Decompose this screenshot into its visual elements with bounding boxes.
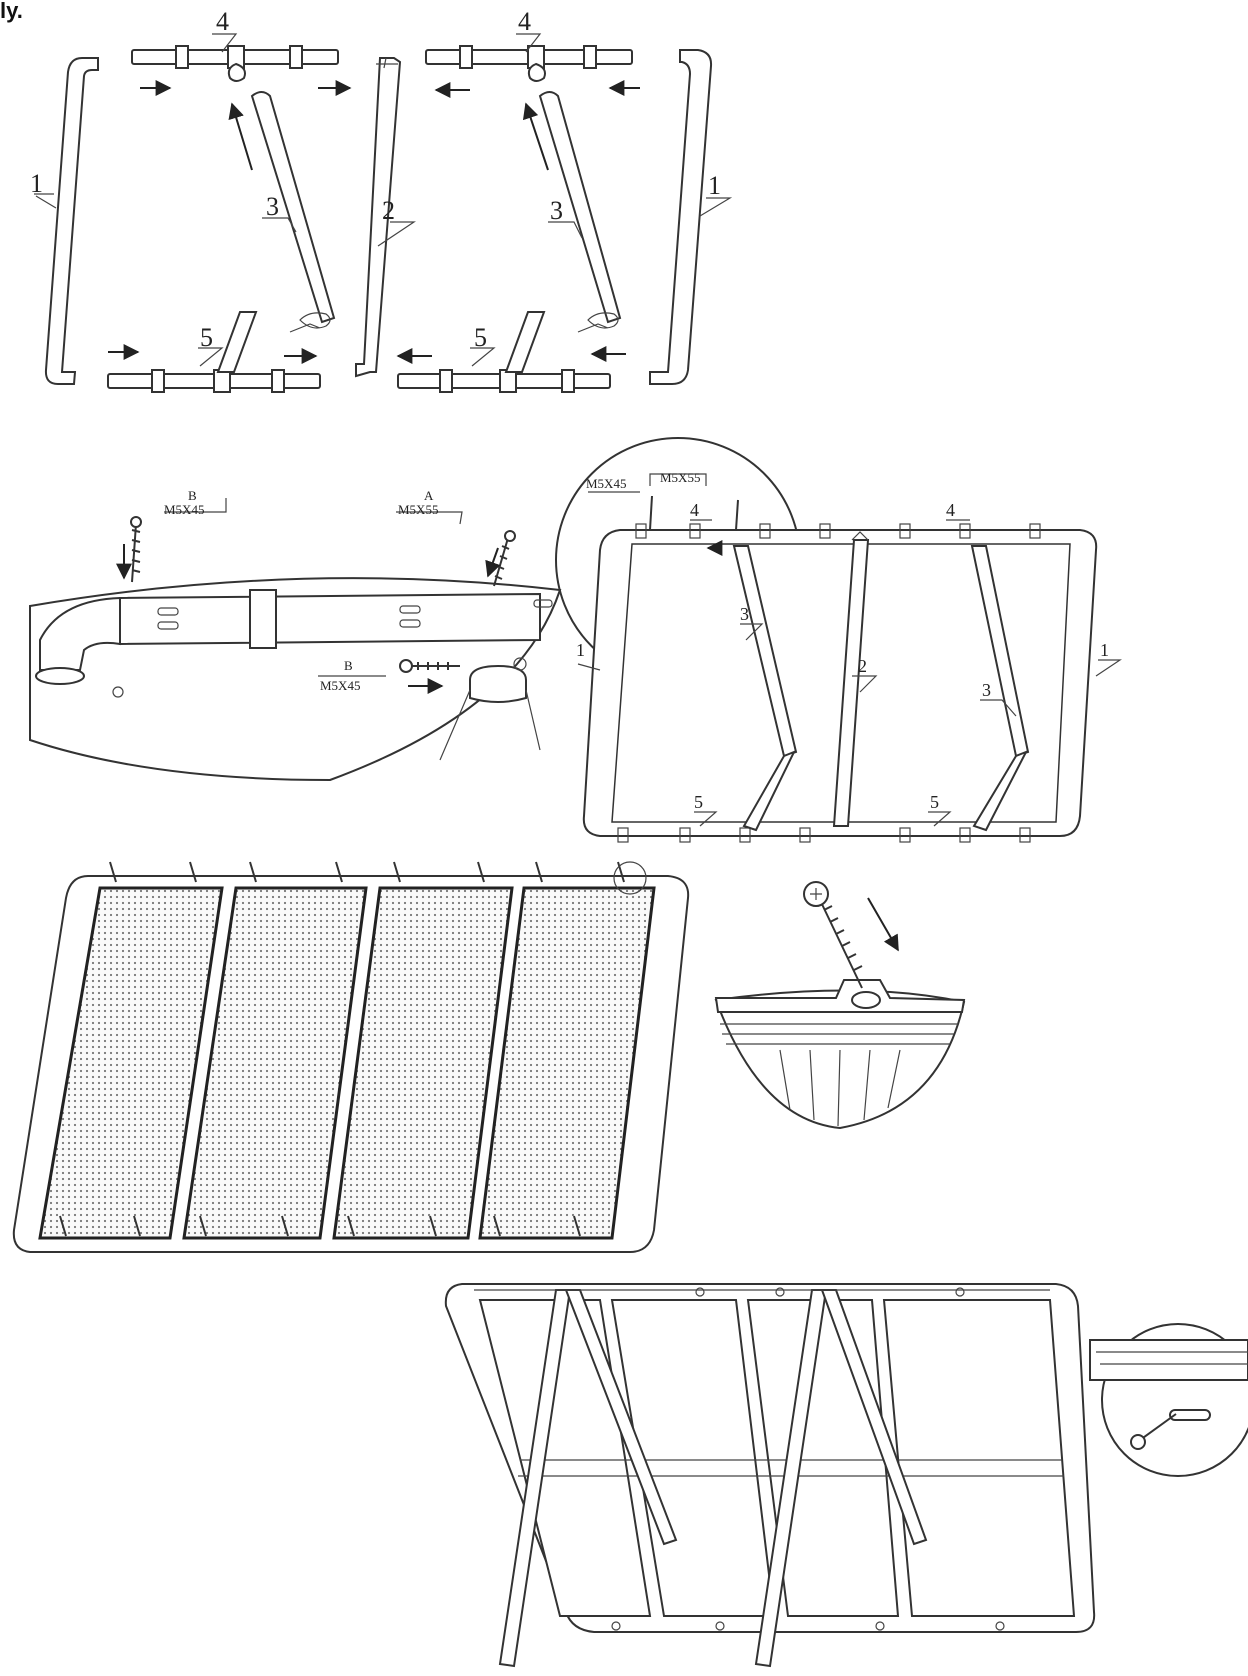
top-tube-right [425, 45, 633, 82]
step2-label-center-tube: 2 [858, 656, 867, 676]
panel-screw-detail [714, 881, 966, 1130]
rear-panel-4 [882, 1299, 1076, 1617]
screw-b-bottom-size: M5X45 [320, 678, 360, 693]
brace-right [538, 91, 622, 333]
label-top-tube: 4 [518, 7, 531, 36]
step2-label-top-tube: 4 [946, 500, 955, 520]
step4-stand-deployed [444, 1283, 1096, 1668]
screw-a [493, 537, 510, 587]
screw-b-bottom-label: B [344, 658, 353, 673]
step2-label-brace: 3 [740, 604, 749, 624]
screw-a-size: M5X55 [398, 502, 438, 517]
screw-b-top [131, 523, 141, 583]
step3-panels-mounted [12, 861, 690, 1253]
label-bottom-tube: 5 [474, 323, 487, 352]
corner-detail-magnified: B M5X45 A M5X55 B M5X45 [29, 488, 562, 782]
label-side-tube: 1 [30, 169, 43, 198]
step2-screw-right: M5X55 [660, 470, 700, 485]
solar-panel-2 [182, 886, 368, 1240]
screw-b-bottom [410, 662, 460, 670]
step2-assembled-frame: M5X45 M5X55 4 4 3 3 2 1 1 5 5 [555, 437, 1122, 843]
step2-label-top-tube: 4 [690, 500, 699, 520]
label-top-tube: 4 [216, 7, 229, 36]
screw-a-label: A [424, 488, 434, 503]
step1-exploded-frame: 1 2 3 3 1 4 4 5 5 [30, 7, 733, 393]
step2-label-brace: 3 [982, 680, 991, 700]
top-tube-left [131, 45, 339, 82]
screw-b-top-label: B [188, 488, 197, 503]
header-fragment: ly. [0, 0, 23, 23]
bottom-tube-right [397, 311, 611, 393]
screw-b-top-size: M5X45 [164, 502, 204, 517]
solar-panel-1 [38, 886, 224, 1240]
label-side-tube: 1 [708, 171, 721, 200]
step2-label-side-tube: 1 [576, 640, 585, 660]
slot-detail [1089, 1323, 1248, 1477]
step2-screw-left: M5X45 [586, 476, 626, 491]
solar-panel-3 [332, 886, 514, 1240]
side-tube-right [649, 49, 713, 385]
solar-panel-4 [478, 886, 656, 1240]
label-brace: 3 [550, 196, 563, 225]
label-center-tube: 2 [382, 196, 395, 225]
step2-label-side-tube: 1 [1100, 640, 1109, 660]
step2-label-bottom-tube: 5 [930, 792, 939, 812]
side-tube-left [44, 57, 99, 385]
brace-left [250, 91, 336, 333]
step2-label-bottom-tube: 5 [694, 792, 703, 812]
label-brace: 3 [266, 192, 279, 221]
center-tube [355, 57, 402, 378]
bottom-tube-left [107, 311, 321, 393]
label-bottom-tube: 5 [200, 323, 213, 352]
